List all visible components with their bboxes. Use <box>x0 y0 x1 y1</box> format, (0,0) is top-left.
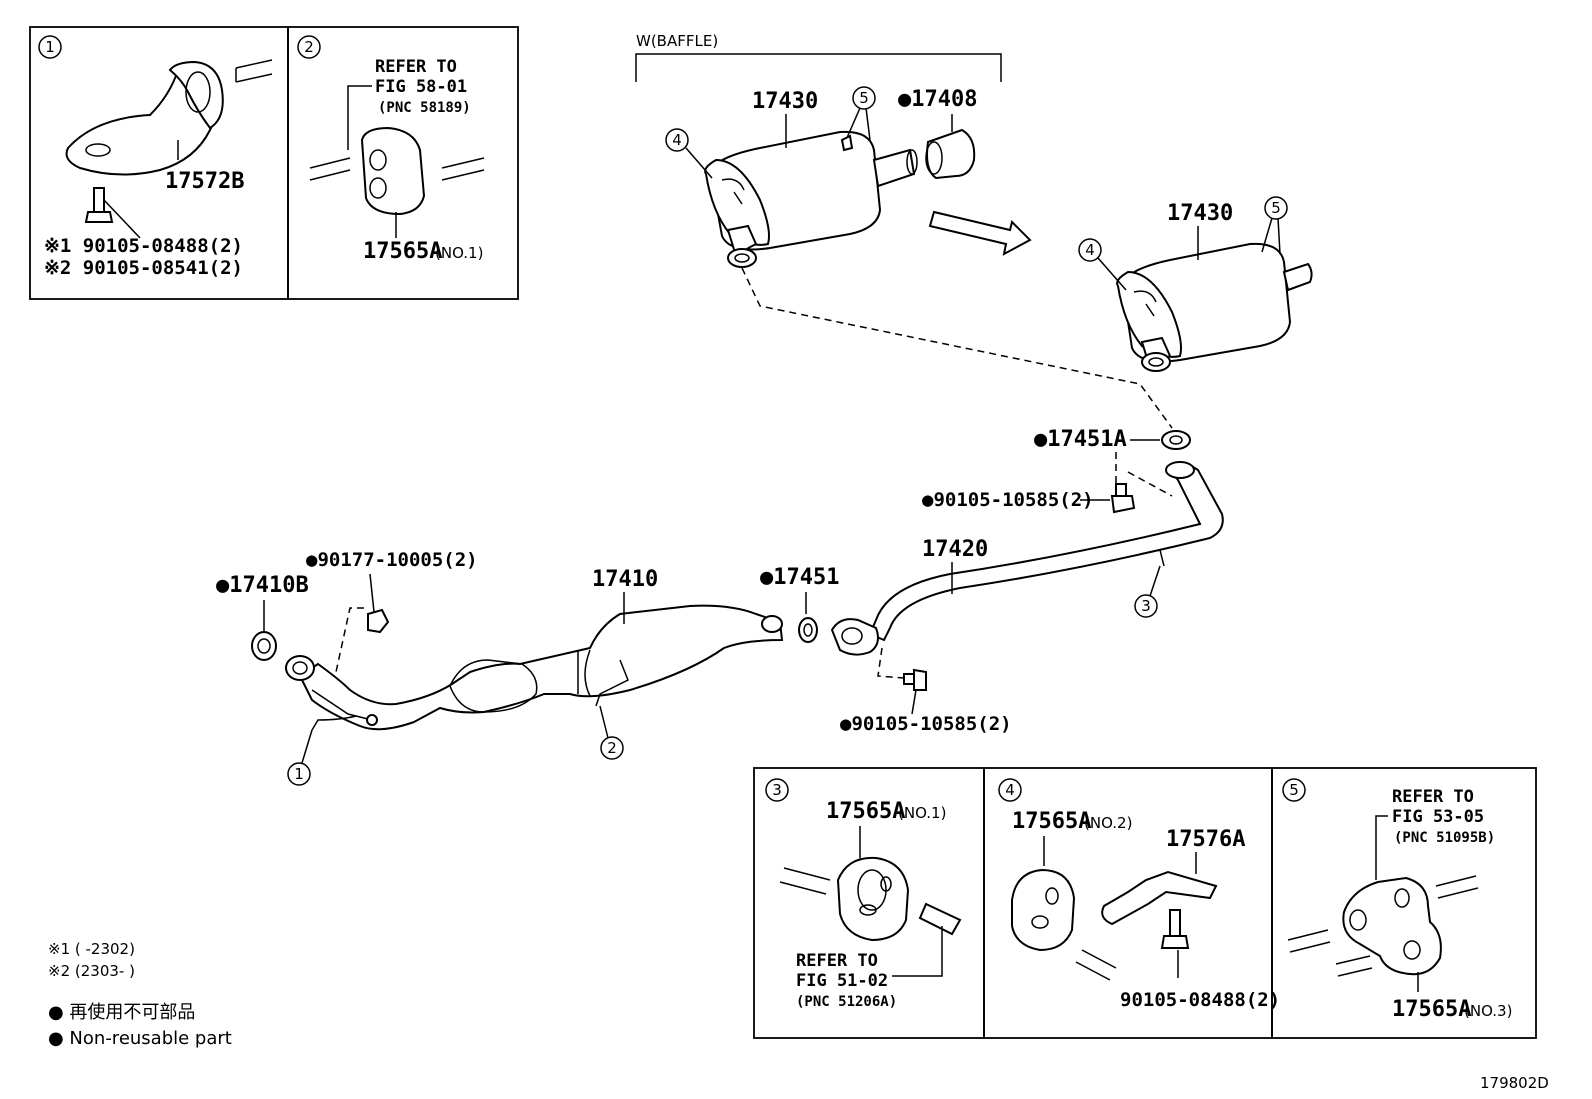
inset-box-4: 4 17565A (NO.2) 17576A 90105-08488(2) <box>983 767 1280 1039</box>
inset-box-4-number: 4 <box>1005 781 1015 799</box>
box2-ref-pnc: (PNC 58189) <box>378 100 471 116</box>
part-17451A: ●17451A <box>1034 427 1127 452</box>
box3-ref-pnc: (PNC 51206A) <box>796 994 897 1010</box>
part-17565A-no2-sub: (NO.2) <box>1084 814 1132 832</box>
part-90105-10585-upper: ●90105-10585(2) <box>922 489 1094 511</box>
notes: ※1 ( -2302) ※2 (2303- ) <box>48 940 135 980</box>
part-17410B: ●17410B <box>216 573 309 598</box>
part-17576A: 17576A <box>1166 827 1245 852</box>
bolt-note-1: ※1 90105-08488(2) <box>44 235 243 257</box>
legend-japanese: ● 再使用不可部品 <box>48 1002 195 1023</box>
inset-box-2-number: 2 <box>304 38 314 56</box>
figure-id: 179802D <box>1480 1074 1549 1092</box>
callout-1: 1 <box>294 765 304 783</box>
part-17572B: 17572B <box>165 169 244 194</box>
inset-box-5-number: 5 <box>1289 781 1299 799</box>
inset-box-3: 3 17565A (NO.1) REFER TO FIG 51-02 (PNC … <box>753 767 985 1039</box>
part-17565A-no1-box2-sub: (NO.1) <box>435 244 483 262</box>
direction-arrow <box>928 210 1032 256</box>
muffler-with-baffle: 17430 ●17408 4 5 <box>665 86 977 268</box>
box2-ref-line1: REFER TO <box>375 57 457 77</box>
part-17430-lower: 17430 <box>1167 201 1233 226</box>
part-17451: ●17451 <box>760 565 839 590</box>
inset-box-1: 1 17572B ※1 90105-08488(2) ※2 90105-0854… <box>29 26 289 300</box>
gasket-17451: ●17451 <box>760 565 839 643</box>
bolt-90105-08488-box4: 90105-08488(2) <box>1120 989 1280 1011</box>
legend-english: ● Non-reusable part <box>48 1028 232 1049</box>
part-17565A-no2: 17565A <box>1012 809 1091 834</box>
inset-box-2: 2 REFER TO FIG 58-01 (PNC 58189) 17565A … <box>287 26 519 300</box>
callout-4-upper: 4 <box>672 131 682 149</box>
baffle-label: W(BAFFLE) <box>636 32 718 50</box>
callout-2: 2 <box>607 739 617 757</box>
box5-ref-line2: FIG 53-05 <box>1392 807 1484 827</box>
dashed-guide-muffler <box>741 267 1173 429</box>
muffler-standard: 17430 4 5 <box>1078 196 1313 372</box>
callout-4-lower: 4 <box>1085 241 1095 259</box>
box5-ref-pnc: (PNC 51095B) <box>1394 830 1495 846</box>
baffle-group: W(BAFFLE) <box>635 32 1002 82</box>
callout-3: 3 <box>1141 597 1151 615</box>
inset-box-1-number: 1 <box>45 38 55 56</box>
bolt-note-2: ※2 90105-08541(2) <box>44 257 243 279</box>
part-17430-upper: 17430 <box>752 89 818 114</box>
part-17408: ●17408 <box>898 87 977 112</box>
note-1: ※1 ( -2302) <box>48 940 135 958</box>
part-17565A-no1-box3-sub: (NO.1) <box>898 804 946 822</box>
part-17565A-no3-sub: (NO.3) <box>1464 1002 1512 1020</box>
legend: ● 再使用不可部品 ● Non-reusable part <box>48 1002 232 1049</box>
part-90177-10005: ●90177-10005(2) <box>306 549 478 571</box>
callout-5-upper: 5 <box>859 89 869 107</box>
part-90105-10585-lower: ●90105-10585(2) <box>840 713 1012 735</box>
part-17565A-no1-box3: 17565A <box>826 799 905 824</box>
front-pipe-assembly: 17410 2 1 ●90177-10005(2) ●17410B <box>216 549 784 786</box>
box3-ref-line1: REFER TO <box>796 951 878 971</box>
inset-box-3-number: 3 <box>772 781 782 799</box>
center-pipe-assembly: ●17451A ●90105-10585(2) 17420 3 ●90105-1… <box>830 427 1224 735</box>
inset-box-5: 5 REFER TO FIG 53-05 (PNC 51095B) 17565A… <box>1271 767 1537 1039</box>
part-17410: 17410 <box>592 567 658 592</box>
part-17565A-no3: 17565A <box>1392 997 1471 1022</box>
box2-ref-line2: FIG 58-01 <box>375 77 467 97</box>
part-17565A-no1-box2: 17565A <box>363 239 442 264</box>
box3-ref-line2: FIG 51-02 <box>796 971 888 991</box>
part-17420: 17420 <box>922 537 988 562</box>
callout-5-lower: 5 <box>1271 199 1281 217</box>
box5-ref-line1: REFER TO <box>1392 787 1474 807</box>
note-2: ※2 (2303- ) <box>48 962 135 980</box>
